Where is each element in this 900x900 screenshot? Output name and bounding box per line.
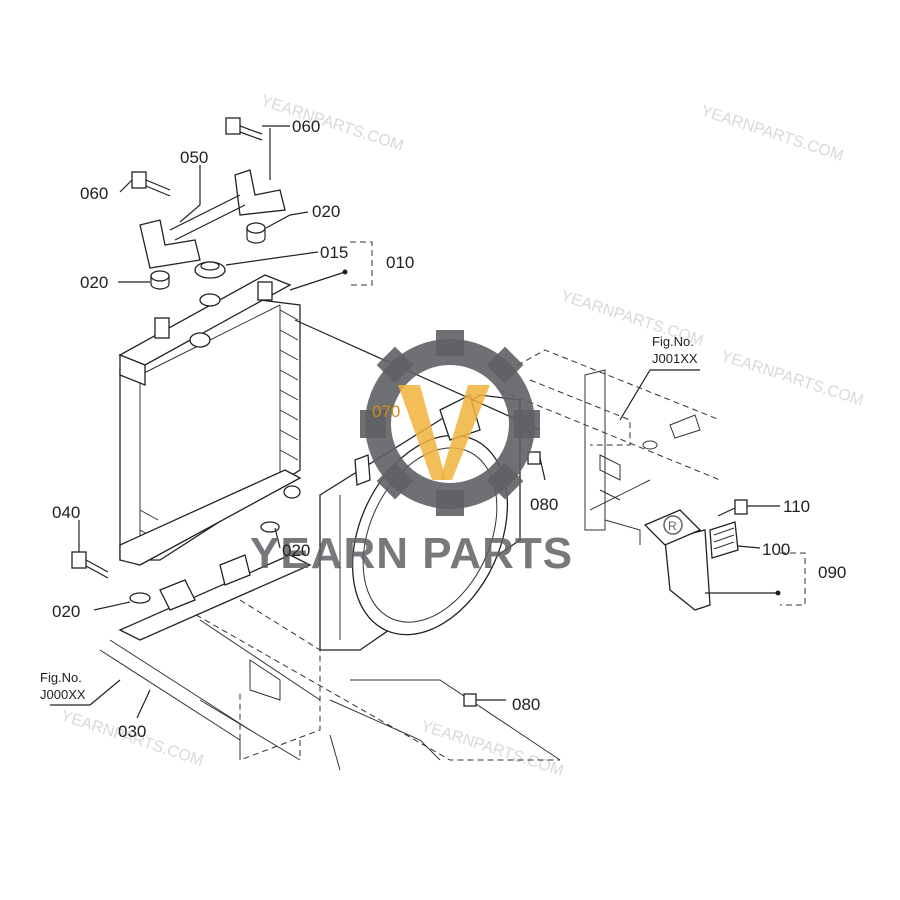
- fig-ref-left-title: Fig.No.: [40, 670, 82, 685]
- chassis-frame: [99, 599, 561, 771]
- fig-ref-right-title: Fig.No.: [652, 334, 694, 349]
- callout-050: 050: [180, 148, 208, 167]
- figure-references: Fig.No. J001XX Fig.No. J000XX: [40, 334, 698, 702]
- callout-080-upper: 080: [530, 495, 558, 514]
- callout-020-mid: 020: [282, 541, 310, 560]
- callout-015: 015: [320, 243, 348, 262]
- radiator: [118, 274, 302, 566]
- radiator-cap-015: [194, 261, 226, 279]
- cushion-020-top: [246, 222, 266, 244]
- callout-030: 030: [118, 722, 146, 741]
- cover-plate-090: [643, 509, 711, 611]
- callout-020-top: 020: [312, 202, 340, 221]
- callout-070: 070: [372, 402, 400, 421]
- bolt-060-top: [225, 117, 263, 141]
- side-frame-bracket: [499, 349, 721, 545]
- registered-mark: R: [668, 519, 677, 533]
- bolt-080-upper: [527, 451, 541, 465]
- cushion-020-left: [150, 270, 170, 290]
- callout-060-top: 060: [292, 117, 320, 136]
- bolt-040: [71, 551, 109, 579]
- callout-110: 110: [783, 497, 810, 516]
- callout-090: 090: [818, 563, 846, 582]
- callout-020-left: 020: [80, 273, 108, 292]
- callout-080-lower: 080: [512, 695, 540, 714]
- callout-010: 010: [386, 253, 414, 272]
- brand-text: YEARN PARTS: [250, 529, 573, 578]
- callout-100: 100: [762, 540, 790, 559]
- fig-ref-left-code: J000XX: [40, 687, 86, 702]
- callout-060-left: 060: [80, 184, 108, 203]
- mounting-bracket-050: [139, 169, 286, 269]
- decal-100: [709, 521, 739, 559]
- bolt-060-left: [131, 171, 171, 197]
- lower-mount-030: [118, 521, 312, 641]
- brand-gear-logo: [360, 330, 540, 516]
- fig-ref-right-code: J001XX: [652, 351, 698, 366]
- callout-040: 040: [52, 503, 80, 522]
- group-bracket-010: [350, 241, 373, 286]
- callout-labels: 060 050 060 020 015 010 020 070 080 110 …: [52, 117, 846, 741]
- svg-text:YEARNPARTS.COM: YEARNPARTS.COM: [699, 103, 846, 165]
- bolt-080-lower: [463, 693, 477, 707]
- callout-020-lower: 020: [52, 602, 80, 621]
- bolt-110: [717, 499, 748, 517]
- registered-mark-circle: [663, 515, 683, 535]
- group-bracket-090: [780, 552, 806, 606]
- svg-text:YEARNPARTS.COM: YEARNPARTS.COM: [259, 93, 406, 155]
- svg-text:YEARNPARTS.COM: YEARNPARTS.COM: [719, 348, 866, 410]
- leader-lines: [50, 125, 781, 719]
